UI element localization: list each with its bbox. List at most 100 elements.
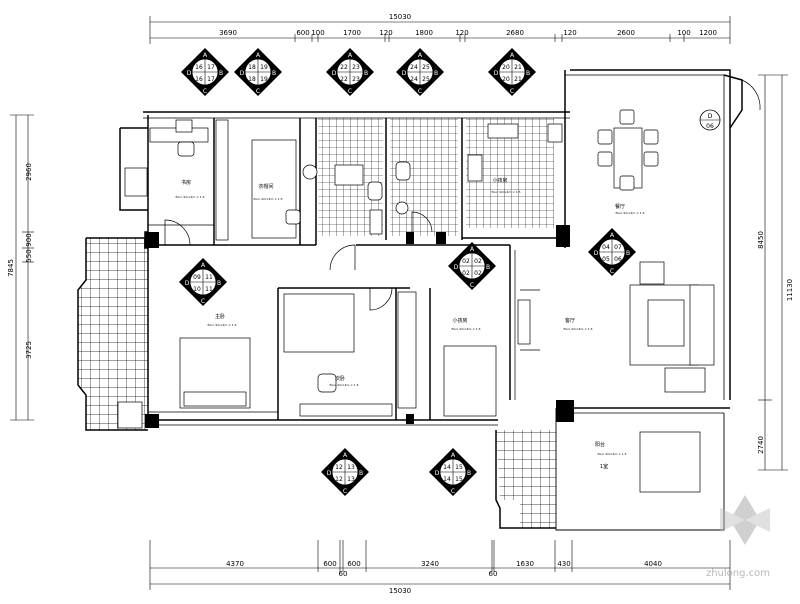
room-label-living: 客厅 xyxy=(565,317,575,324)
tag-label: 16 xyxy=(195,64,203,71)
room-sublabel: floor 4m×4m × 1.5 xyxy=(491,190,520,194)
tag-label: D xyxy=(594,250,599,257)
tag-label: D xyxy=(332,70,337,77)
dim-label: 60 xyxy=(339,570,348,578)
dim-label: 3690 xyxy=(219,29,237,37)
tag-label: 14 xyxy=(443,476,451,483)
tag-label: A xyxy=(201,262,206,269)
coffee-table xyxy=(647,299,685,347)
sofa-set xyxy=(629,284,699,366)
right-dim-labels: 8450 11130 2740 xyxy=(757,231,794,454)
pillows xyxy=(183,391,247,407)
wardrobe-2 xyxy=(397,291,417,409)
tag-label: 20 xyxy=(502,64,510,71)
dim-label: 120 xyxy=(455,29,468,37)
room-label-bedroom2: 次卧 xyxy=(335,375,345,382)
left-dim-labels: 2960 900 550 7845 3725 xyxy=(7,163,33,359)
dim-label: 60 xyxy=(489,570,498,578)
dining-chair xyxy=(597,129,613,145)
columns xyxy=(145,225,574,428)
dim-label: 430 xyxy=(557,560,570,568)
tag-label: A xyxy=(610,232,615,239)
tag-label: 02 xyxy=(474,270,482,277)
dining-chair xyxy=(619,175,635,191)
bedroom2-chair xyxy=(317,373,337,393)
dim-label: 900 xyxy=(25,233,33,246)
dim-label: 600 xyxy=(347,560,360,568)
dim-label: 3725 xyxy=(25,341,33,359)
small-elevation-marker: D 06 xyxy=(699,109,721,131)
balcony-left-floor xyxy=(78,238,148,430)
tag-label: 05 xyxy=(602,256,610,263)
tag-label: B xyxy=(272,70,276,77)
dim-label: 1700 xyxy=(343,29,361,37)
tag-label: C xyxy=(610,268,614,275)
tag-label: 19 xyxy=(260,64,268,71)
tag-label: A xyxy=(203,52,208,59)
tag-label: C xyxy=(510,88,514,95)
tag-label: 09 xyxy=(193,274,201,281)
tag-label: B xyxy=(526,70,530,77)
bottom-dim-labels: 4370 600 60 600 3240 60 1630 430 4040 xyxy=(226,560,662,578)
dim-label: 4370 xyxy=(226,560,244,568)
wash-basin xyxy=(302,164,318,180)
dim-label: 600 xyxy=(296,29,309,37)
tag-label: A xyxy=(510,52,515,59)
dim-label: 2600 xyxy=(617,29,635,37)
tag-label: B xyxy=(364,70,368,77)
tag-label: 19 xyxy=(260,76,268,83)
balcony-bottom-floor xyxy=(496,430,556,528)
dim-label: 2960 xyxy=(25,163,33,181)
tag-label: C xyxy=(451,488,455,495)
watermark-logo xyxy=(720,495,770,545)
small-tag-bottom: 06 xyxy=(706,123,714,130)
tag-label: 14 xyxy=(443,464,451,471)
dining-chair xyxy=(643,151,659,167)
balcony-table xyxy=(639,431,701,493)
tag-label: D xyxy=(494,70,499,77)
armchair xyxy=(639,261,665,285)
vanity xyxy=(334,164,364,186)
tag-label: 22 xyxy=(340,64,348,71)
tag-label: B xyxy=(626,250,630,257)
dim-label: 8450 xyxy=(757,231,765,249)
tag-label: D xyxy=(187,70,192,77)
sink xyxy=(467,154,483,182)
tag-label: B xyxy=(359,470,363,477)
tag-label: A xyxy=(470,246,475,253)
shower xyxy=(369,209,383,235)
tag-label: C xyxy=(418,88,422,95)
small-tag-top: D xyxy=(708,113,713,120)
watermark-text: zhulong.com xyxy=(706,568,770,579)
tag-label: 24 xyxy=(410,76,418,83)
tag-label: 22 xyxy=(340,76,348,83)
dim-label: 1200 xyxy=(699,29,717,37)
tag-label: 17 xyxy=(207,64,215,71)
dim-total-top: 15030 xyxy=(389,13,411,21)
tag-label: 20 xyxy=(502,76,510,83)
tag-label: 23 xyxy=(352,64,360,71)
tag-label: A xyxy=(451,452,456,459)
dim-label: 7845 xyxy=(7,259,15,277)
tag-label: 11 xyxy=(205,274,213,281)
doors xyxy=(164,79,761,351)
dim-label: 1800 xyxy=(415,29,433,37)
room-label-master: 主卧 xyxy=(215,313,225,320)
dim-label: 100 xyxy=(311,29,324,37)
tag-label: 12 xyxy=(335,464,343,471)
tag-label: 25 xyxy=(422,64,430,71)
bottom-dimensions xyxy=(149,540,731,590)
storage-chair xyxy=(285,209,301,225)
room-sublabels: floor 4m×4m × 1.5 floor 4m×4m × 1.5 floo… xyxy=(175,190,644,456)
tag-label: B xyxy=(219,70,223,77)
room-label-balcony-sub: 1室 xyxy=(600,463,608,470)
bedroom2-desk xyxy=(299,403,393,417)
dim-label: 2740 xyxy=(757,436,765,454)
room-label-balcony: 阳台 xyxy=(595,441,605,448)
